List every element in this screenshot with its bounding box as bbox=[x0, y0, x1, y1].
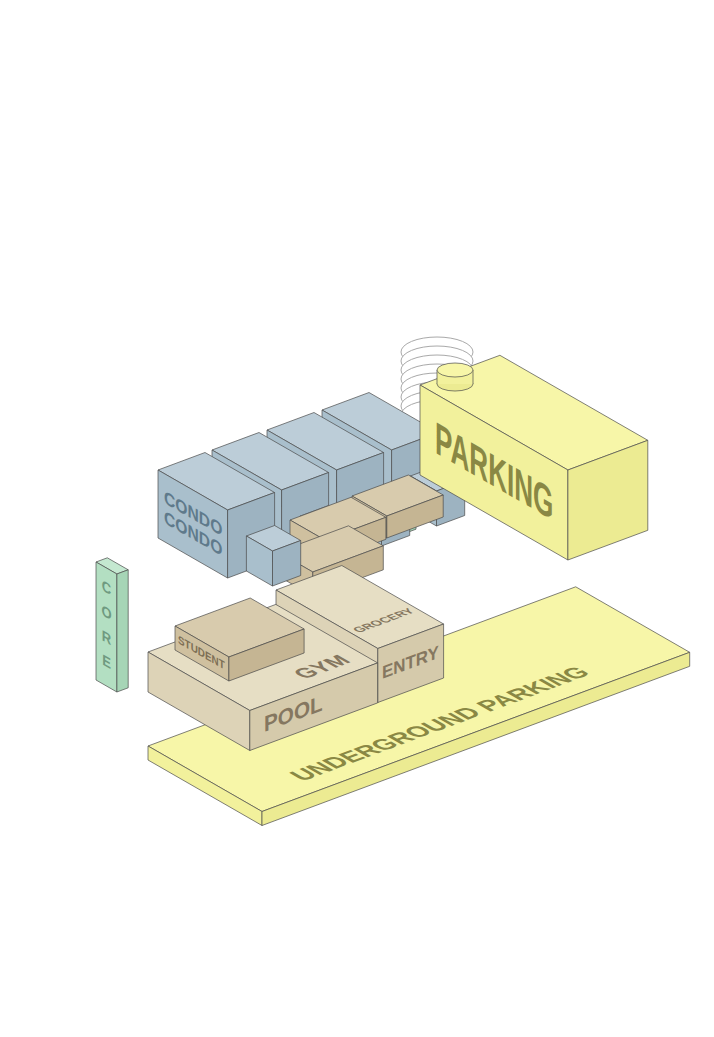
mass-outline bbox=[94, 555, 131, 694]
mass-face bbox=[387, 495, 443, 538]
mass-face bbox=[262, 652, 690, 825]
mass-face bbox=[117, 570, 128, 692]
condo-mass: CONDO CONDO bbox=[156, 450, 303, 588]
mass-face bbox=[148, 587, 690, 812]
mass-face bbox=[158, 470, 228, 578]
mass-face bbox=[568, 440, 648, 560]
mass-face bbox=[246, 536, 272, 586]
mass-face bbox=[420, 385, 568, 560]
rooftop-cylinder bbox=[437, 363, 473, 391]
mass-face bbox=[273, 541, 301, 587]
mass-face bbox=[96, 562, 117, 692]
parking-mass: PARKING bbox=[418, 353, 650, 562]
mass-label: CORE bbox=[100, 572, 113, 679]
core-mass: CORE bbox=[94, 555, 131, 694]
student-mass: STUDENT bbox=[173, 596, 307, 683]
cylinder-top bbox=[437, 363, 473, 377]
mass-face bbox=[148, 746, 262, 826]
mass-outline bbox=[173, 596, 307, 683]
